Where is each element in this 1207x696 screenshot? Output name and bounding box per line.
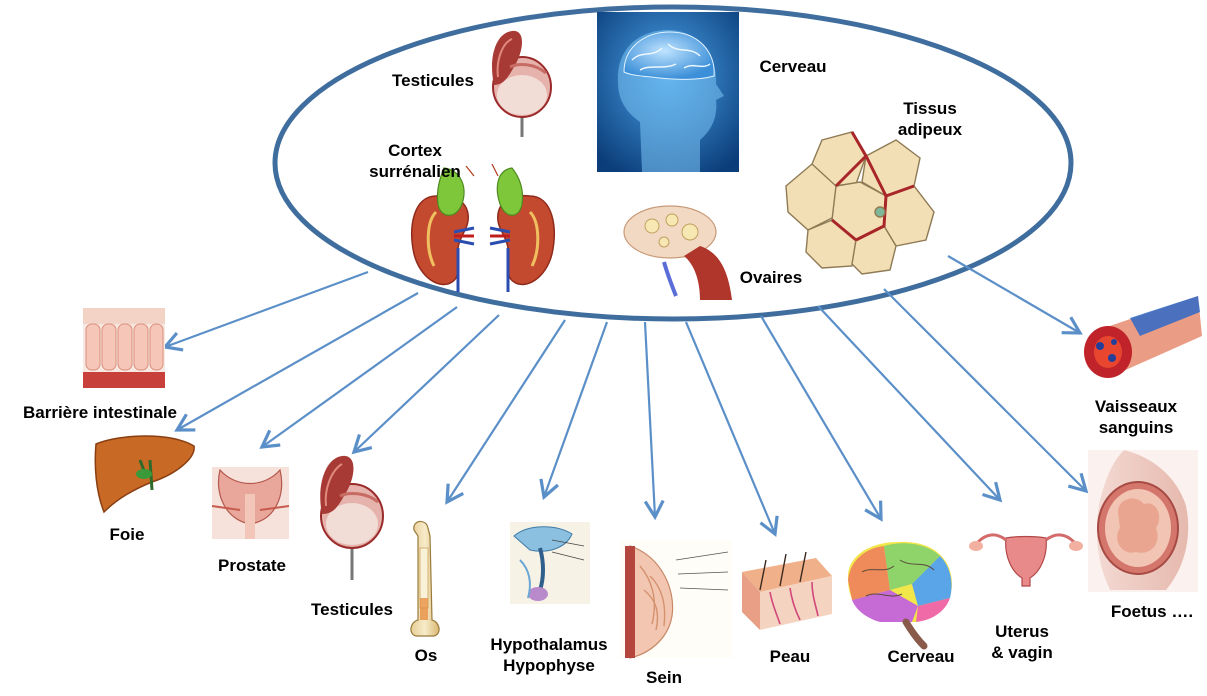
label-prostate: Prostate: [206, 555, 298, 576]
label-source-testicules: Testicules: [380, 70, 486, 91]
label-hypothalamus-hypophyse: Hypothalamus Hypophyse: [476, 634, 622, 676]
arrow-uterus: [818, 306, 1000, 500]
label-cortex-surrenalien: Cortex surrénalien: [350, 140, 480, 182]
brain-head-icon: [597, 12, 739, 172]
ovary-icon: [616, 204, 736, 302]
uterus-icon: [969, 535, 1083, 586]
fetus-icon: [1088, 450, 1198, 592]
skin-icon: [742, 552, 832, 630]
brain-icon: [848, 542, 952, 646]
label-testicules: Testicules: [300, 599, 404, 620]
label-sein: Sein: [636, 667, 692, 688]
label-ovaires: Ovaires: [728, 267, 814, 288]
label-uterus-vagin: Uterus & vagin: [976, 621, 1068, 663]
prostate-icon: [212, 467, 289, 539]
arrow-barriere: [165, 272, 368, 347]
liver-icon: [95, 436, 194, 512]
label-barriere-intestinale: Barrière intestinale: [6, 402, 194, 423]
testicle-icon: [492, 31, 551, 137]
arrow-peau: [686, 322, 775, 534]
hypothalamus-icon: [510, 522, 590, 604]
adipose-tissue-icon: [786, 132, 934, 274]
adrenal-kidney-icon: [412, 164, 554, 292]
label-os: Os: [406, 645, 446, 666]
intestinal-barrier-icon: [83, 308, 165, 388]
label-cerveau: Cerveau: [874, 646, 968, 667]
label-vaisseaux-sanguins: Vaisseaux sanguins: [1080, 396, 1192, 438]
arrow-hypothalamus: [544, 322, 607, 497]
label-foie: Foie: [100, 524, 154, 545]
bone-icon: [411, 521, 439, 636]
label-source-cerveau: Cerveau: [749, 56, 837, 77]
arrow-vaisseaux: [948, 256, 1080, 333]
arrow-cerveau: [761, 316, 881, 519]
arrow-prostate: [262, 307, 457, 447]
blood-vessel-icon: [1084, 296, 1202, 378]
breast-icon: [620, 540, 732, 658]
label-foetus: Foetus ….: [1100, 601, 1204, 622]
arrow-testicules: [354, 315, 499, 452]
label-tissus-adipeux: Tissus adipeux: [890, 98, 970, 140]
arrow-sein: [645, 322, 655, 517]
label-peau: Peau: [758, 646, 822, 667]
testicle-icon: [320, 456, 383, 580]
